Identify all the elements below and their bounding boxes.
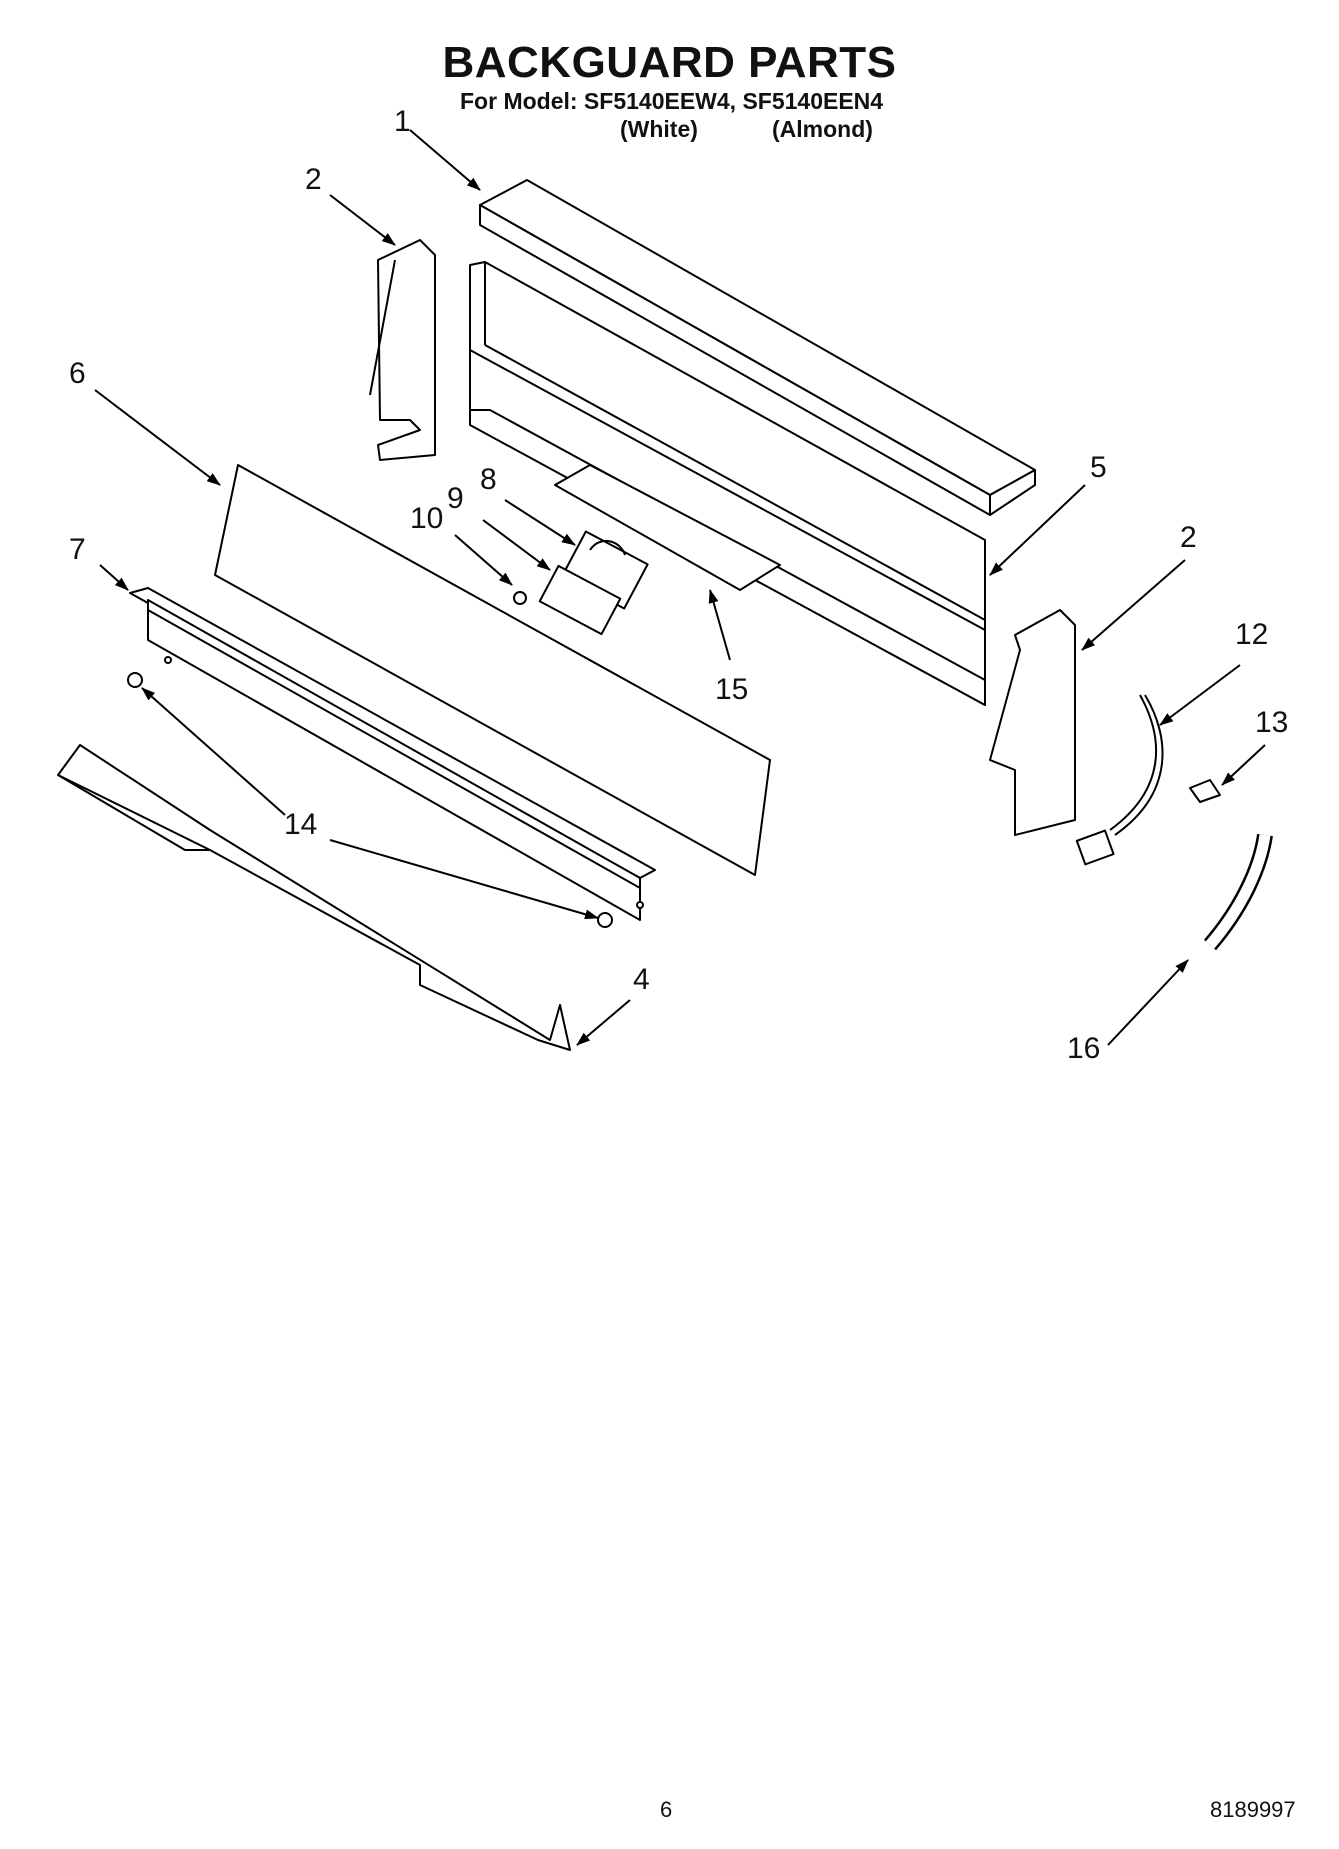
part-7-trim-strip (129, 587, 656, 921)
callout-4: 4 (633, 963, 650, 996)
callout-2-left: 2 (305, 163, 322, 196)
leader-arrow-16 (1107, 959, 1189, 1046)
variant-almond-label: (Almond) (772, 116, 873, 142)
callout-9: 9 (447, 482, 464, 515)
callout-13: 13 (1255, 706, 1289, 739)
leader-arrow-10 (454, 534, 513, 586)
part-6-glass-panel (214, 464, 771, 876)
page-number: 6 (660, 1797, 673, 1822)
leader-arrow-7 (99, 564, 129, 591)
leader-arrow-1 (409, 129, 481, 191)
leader-arrow-4 (576, 999, 631, 1046)
callout-7: 7 (69, 533, 86, 566)
leader-arrow-6 (94, 389, 221, 486)
part-9-bracket (538, 564, 622, 636)
leader-arrow-14-left (141, 687, 286, 816)
part-2-right-end-cap (989, 609, 1076, 836)
leader-arrow-12 (1159, 664, 1241, 726)
leader-arrow-14-right (329, 839, 599, 920)
part-1-top-trim (479, 179, 1036, 516)
callout-6: 6 (69, 357, 86, 390)
callout-5: 5 (1090, 451, 1107, 484)
part-14-screw-right (597, 901, 644, 928)
leader-arrow-9 (482, 519, 551, 571)
part-16-hose-inner (1205, 834, 1271, 949)
leader-arrow-2-left (329, 194, 396, 246)
callout-12: 12 (1235, 618, 1269, 651)
callout-14: 14 (284, 808, 318, 841)
callout-16: 16 (1067, 1032, 1101, 1065)
leader-arrow-8 (504, 499, 576, 546)
part-15-overlay-sheet (554, 464, 781, 591)
part-2-left-end-cap (369, 239, 436, 461)
document-number: 8189997 (1210, 1797, 1296, 1822)
callout-8: 8 (480, 463, 497, 496)
part-4-lower-trim (57, 744, 571, 1051)
leader-arrow-5 (989, 484, 1086, 576)
callout-2-right: 2 (1180, 521, 1197, 554)
callout-10: 10 (410, 502, 444, 535)
part-14-screw-left (127, 656, 172, 688)
leader-arrow-2-right (1081, 559, 1186, 651)
part-10-knob (513, 591, 527, 605)
part-12-wire-harness (1075, 694, 1164, 866)
part-13-clip (1189, 779, 1221, 803)
callout-1: 1 (394, 105, 411, 138)
variant-white-label: (White) (620, 116, 698, 142)
page-title: BACKGUARD PARTS (442, 38, 897, 87)
callout-15: 15 (715, 673, 749, 706)
leader-arrow-13 (1221, 744, 1266, 786)
model-line: For Model: SF5140EEW4, SF5140EEN4 (460, 88, 884, 114)
leader-arrow-15 (708, 589, 731, 661)
